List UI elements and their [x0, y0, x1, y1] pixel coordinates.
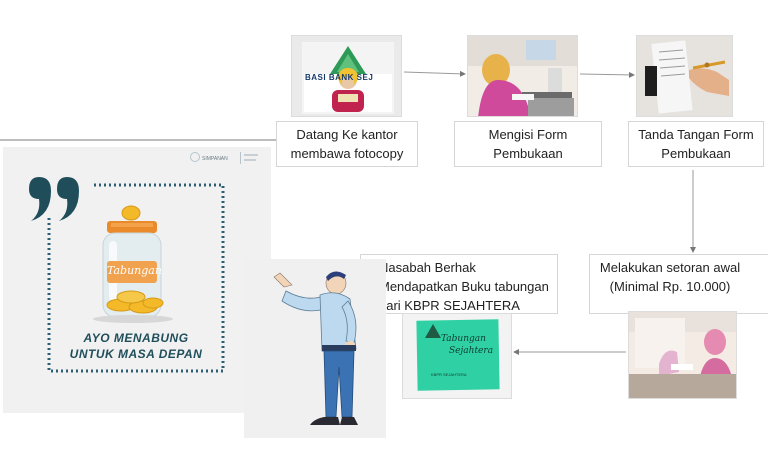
corner-logo: SIMPANAN — [190, 150, 262, 168]
arrow-step2-step3 — [579, 71, 635, 78]
slogan-line-2: UNTUK MASA DEPAN — [69, 347, 203, 361]
step5-label: Nasabah Berhak Mendapatkan Buku tabungan… — [360, 254, 558, 314]
passbook-title-2: Sejahtera — [449, 346, 494, 356]
passbook-logo-icon — [425, 324, 441, 338]
jar-label: Tabungan — [107, 264, 162, 277]
step4-photo — [628, 311, 737, 399]
savings-poster: Tabungan AYO MENABUNG UNTUK MASA DEPAN — [3, 147, 271, 413]
step2-photo — [467, 35, 578, 117]
step1-label: Datang Ke kantor membawa fotocopy — [276, 121, 418, 167]
passbook-photo: Tabungan Sejahtera KBPR SEJAHTERA — [402, 313, 512, 399]
step3-label: Tanda Tangan Form Pembukaan — [628, 121, 764, 167]
slogan-line-1: AYO MENABUNG — [83, 331, 189, 345]
divider-line — [0, 139, 282, 141]
step2-label: Mengisi Form Pembukaan — [454, 121, 602, 167]
arrow-step1-step2 — [403, 70, 466, 77]
step1-photo: BASI BANK SEJ — [291, 35, 402, 117]
step1-photo-text: BASI BANK SEJ — [305, 73, 374, 82]
passbook-footer: KBPR SEJAHTERA — [431, 372, 467, 377]
corner-logo-text: SIMPANAN — [202, 156, 228, 162]
step3-photo — [636, 35, 733, 117]
presenter-illustration — [244, 259, 386, 438]
step4-label: Melakukan setoran awal (Minimal Rp. 10.0… — [589, 254, 768, 314]
passbook-title-1: Tabungan — [441, 334, 486, 344]
